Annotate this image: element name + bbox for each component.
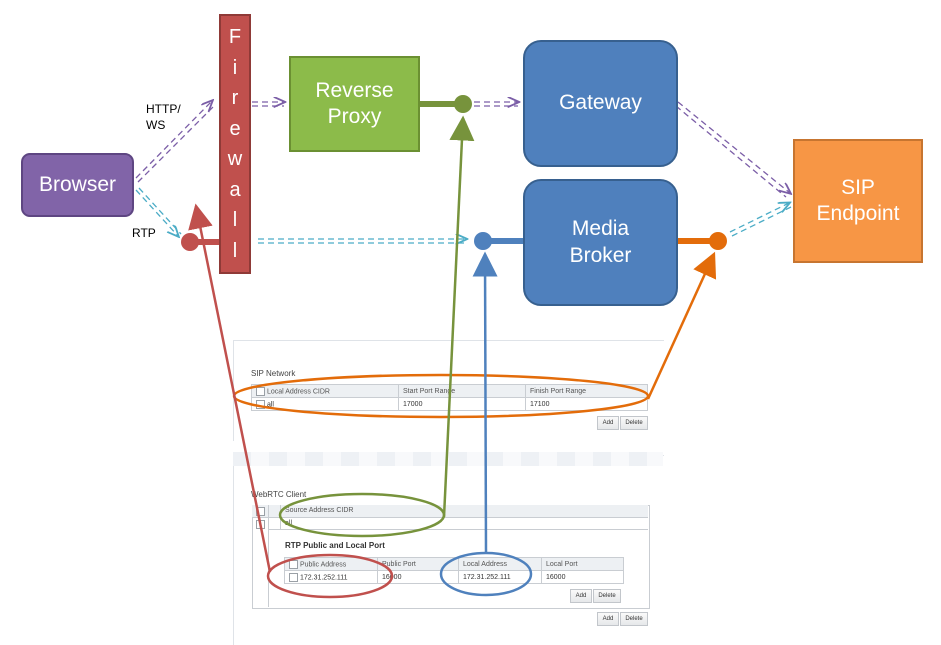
column-header: Start Port Range bbox=[398, 384, 526, 398]
table-row[interactable]: all 17000 17100 bbox=[251, 397, 648, 411]
table-header-row: Public Address Public Port Local Address… bbox=[284, 557, 624, 571]
sip-network-table: Local Address CIDR Start Port Range Fini… bbox=[251, 384, 648, 411]
firewall-port-dot bbox=[181, 233, 199, 251]
table-cell: 172.31.252.111 bbox=[458, 570, 542, 584]
column-header: Local Address bbox=[458, 557, 542, 571]
column-header: Finish Port Range bbox=[525, 384, 648, 398]
firewall-letter: a bbox=[229, 178, 241, 201]
row-checkbox[interactable] bbox=[289, 572, 298, 582]
browser-node: Browser bbox=[21, 153, 134, 217]
table-cell: 172.31.252.111 bbox=[299, 573, 348, 581]
firewall-letter: F bbox=[228, 26, 242, 49]
sip-delete-button[interactable]: Delete bbox=[620, 416, 648, 430]
sip-add-button[interactable]: Add bbox=[597, 416, 619, 430]
gateway-node: Gateway bbox=[523, 40, 678, 167]
column-divider bbox=[268, 505, 269, 607]
select-all-checkbox[interactable] bbox=[256, 386, 265, 396]
table-cell: 17000 bbox=[398, 397, 526, 411]
firewall-letter: e bbox=[229, 117, 241, 140]
select-all-checkbox[interactable] bbox=[256, 507, 265, 516]
select-all-checkbox[interactable] bbox=[289, 559, 298, 569]
sip-endpoint-node: SIP Endpoint bbox=[793, 139, 923, 263]
firewall-letter: r bbox=[231, 87, 239, 110]
gateway-label: Gateway bbox=[559, 91, 642, 115]
panel-separator bbox=[233, 452, 663, 466]
broker-local-dot bbox=[474, 232, 492, 250]
rtp-delete-button[interactable]: Delete bbox=[593, 589, 621, 603]
rtp-label: RTP bbox=[132, 226, 156, 240]
webrtc-delete-button[interactable]: Delete bbox=[620, 612, 648, 626]
sip-network-title: SIP Network bbox=[251, 369, 296, 378]
browser-label: Browser bbox=[38, 172, 117, 196]
firewall-letter: i bbox=[232, 56, 238, 79]
column-divider bbox=[280, 505, 281, 529]
proxy-port-dot bbox=[454, 95, 472, 113]
reverse-proxy-node: Reverse Proxy bbox=[289, 56, 420, 152]
media-broker-node: Media Broker bbox=[523, 179, 678, 306]
table-cell: 16000 bbox=[541, 570, 624, 584]
rtp-add-button[interactable]: Add bbox=[570, 589, 592, 603]
table-cell: all bbox=[266, 400, 274, 408]
firewall-letter: l bbox=[232, 209, 238, 232]
column-header: Local Port bbox=[541, 557, 624, 571]
column-header: Local Address CIDR bbox=[266, 387, 330, 395]
reverse-proxy-label: Reverse Proxy bbox=[315, 78, 394, 128]
firewall-node: F i r e w a l l bbox=[219, 14, 251, 274]
firewall-letter: w bbox=[227, 148, 243, 171]
sip-endpoint-label: SIP Endpoint bbox=[816, 175, 900, 225]
broker-sip-dot bbox=[709, 232, 727, 250]
column-header: Source Address CIDR bbox=[285, 507, 354, 514]
media-broker-label: Media Broker bbox=[569, 217, 632, 267]
row-checkbox[interactable] bbox=[256, 520, 265, 529]
rtp-port-table: Public Address Public Port Local Address… bbox=[284, 557, 624, 584]
http-ws-label: HTTP/ WS bbox=[146, 102, 181, 133]
column-header: Public Address bbox=[299, 560, 347, 568]
webrtc-client-title: WebRTC Client bbox=[251, 490, 307, 499]
rtp-path bbox=[135, 187, 791, 243]
table-cell: all bbox=[285, 520, 293, 527]
table-cell: 16000 bbox=[377, 570, 459, 584]
http-ws-path bbox=[135, 101, 790, 198]
rtp-section-title: RTP Public and Local Port bbox=[285, 541, 385, 550]
firewall-letter: l bbox=[232, 239, 238, 262]
row-checkbox[interactable] bbox=[256, 399, 265, 409]
table-header-row: Local Address CIDR Start Port Range Fini… bbox=[251, 384, 648, 398]
table-row[interactable]: 172.31.252.111 16000 172.31.252.111 1600… bbox=[284, 570, 624, 584]
row-divider bbox=[268, 529, 648, 530]
webrtc-add-button[interactable]: Add bbox=[597, 612, 619, 626]
column-header: Public Port bbox=[377, 557, 459, 571]
table-cell: 17100 bbox=[525, 397, 648, 411]
